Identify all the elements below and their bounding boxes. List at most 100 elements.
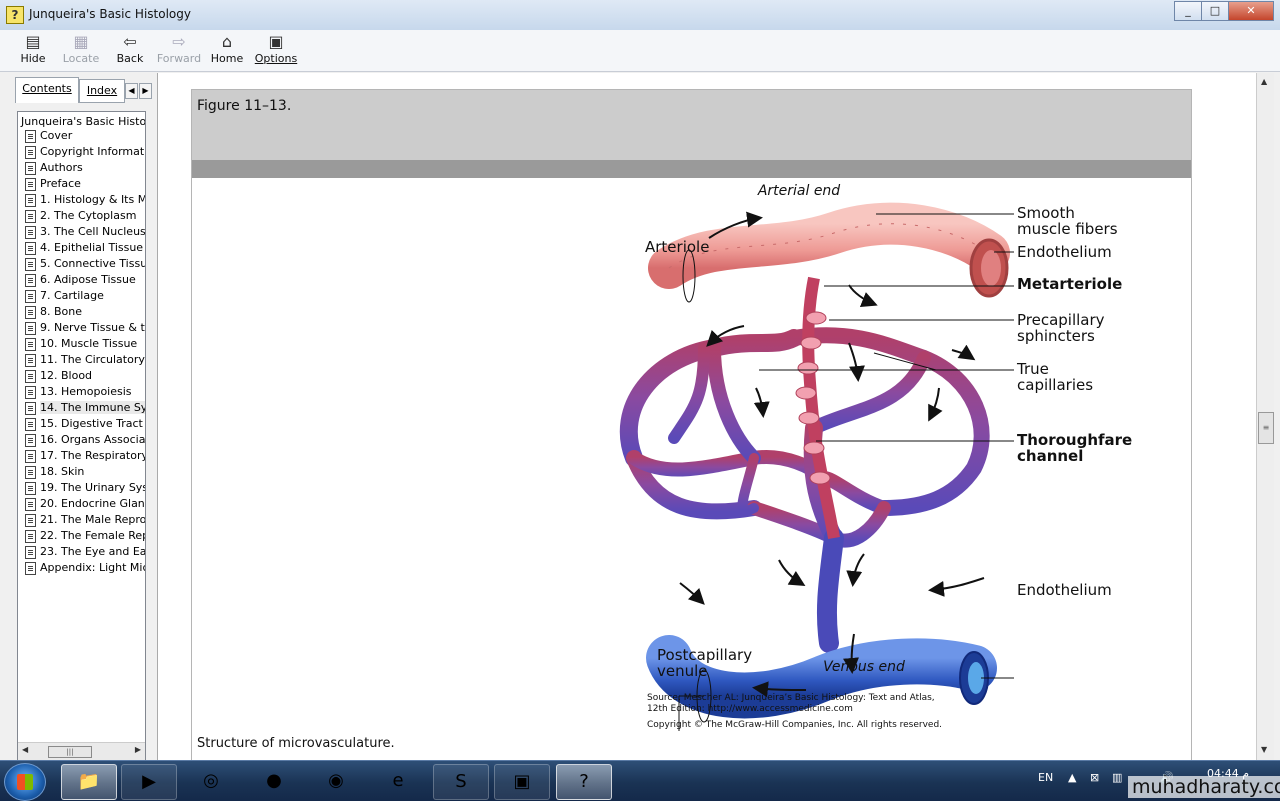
tree-item[interactable]: 18. Skin — [18, 464, 145, 480]
taskbar-app-4[interactable]: ● — [247, 764, 301, 798]
tree-item[interactable]: 10. Muscle Tissue — [18, 336, 145, 352]
label-postcapillary-line1: Postcapillary — [657, 646, 752, 664]
tree-item[interactable]: 13. Hemopoiesis — [18, 384, 145, 400]
tree-item-label: Authors — [40, 161, 83, 174]
label-precapillary-line2: sphincters — [1017, 327, 1095, 345]
help-viewer-icon: ? — [579, 771, 589, 792]
tree-item-label: 6. Adipose Tissue — [40, 273, 136, 286]
source-line2: 12th Edition: http://www.accessmedicine.… — [647, 704, 853, 714]
scroll-down-arrow-icon[interactable]: ▼ — [1261, 745, 1268, 754]
tree-item[interactable]: 20. Endocrine Glands — [18, 496, 145, 512]
tree-item[interactable]: 14. The Immune Syst — [18, 400, 145, 416]
tree-item[interactable]: 17. The Respiratory S — [18, 448, 145, 464]
tab-scroll-left-button[interactable]: ◀ — [125, 83, 138, 99]
options-icon: ▣ — [268, 32, 284, 51]
page-icon — [25, 242, 36, 255]
page-icon — [25, 434, 36, 447]
tree-item[interactable]: 11. The Circulatory Sy — [18, 352, 145, 368]
tree-item[interactable]: 22. The Female Repr — [18, 528, 145, 544]
tree-item[interactable]: 9. Nerve Tissue & the — [18, 320, 145, 336]
taskbar-media-player[interactable]: ▶ — [121, 764, 177, 800]
tree-item[interactable]: 12. Blood — [18, 368, 145, 384]
tree-item[interactable]: 2. The Cytoplasm — [18, 208, 145, 224]
tree-item[interactable]: 15. Digestive Tract — [18, 416, 145, 432]
hide-button[interactable]: ▤ Hide — [10, 32, 56, 70]
contents-tree: Junqueira's Basic Histolog CoverCopyrigh… — [17, 111, 146, 761]
content-vertical-scrollbar[interactable]: ▲ ≡ ▼ — [1256, 73, 1274, 760]
label-leader-lines — [678, 213, 1014, 731]
scroll-right-arrow-icon[interactable]: ▶ — [134, 745, 141, 754]
taskbar-powerpoint[interactable]: ▣ — [494, 764, 550, 800]
tree-item[interactable]: 5. Connective Tissue — [18, 256, 145, 272]
scroll-thumb[interactable]: ||| — [48, 746, 92, 758]
tab-contents[interactable]: Contents — [15, 77, 79, 103]
locate-button[interactable]: ▦ Locate — [58, 32, 104, 70]
tree-root[interactable]: Junqueira's Basic Histolog — [21, 115, 146, 128]
tree-item-label: Copyright Information — [40, 145, 145, 158]
tree-item-label: 10. Muscle Tissue — [40, 337, 138, 350]
tree-item[interactable]: 16. Organs Associate — [18, 432, 145, 448]
tree-item[interactable]: Copyright Information — [18, 144, 145, 160]
back-arrow-icon: ⇦ — [123, 32, 137, 51]
figure-panel: Figure 11–13. — [191, 89, 1192, 766]
label-smooth-line2: muscle fibers — [1017, 220, 1118, 238]
toolbar: ▤ Hide ▦ Locate ⇦ Back ⇨ Forward ⌂ Home … — [0, 30, 1280, 72]
minimize-button[interactable]: _ — [1174, 1, 1202, 21]
options-button[interactable]: ▣ Options — [254, 32, 298, 65]
tree-item[interactable]: 3. The Cell Nucleus — [18, 224, 145, 240]
page-icon — [25, 386, 36, 399]
network-icon[interactable]: ▥ — [1112, 771, 1123, 784]
figure-divider — [192, 160, 1191, 178]
tree-item-label: 3. The Cell Nucleus — [40, 225, 146, 238]
tree-horizontal-scrollbar[interactable]: ◀ ||| ▶ — [18, 742, 145, 760]
tree-item[interactable]: Preface — [18, 176, 145, 192]
skype-icon: S — [455, 771, 467, 792]
microvasculature-diagram: Arterial end Arteriole Smooth muscle fib… — [619, 183, 1132, 731]
home-button[interactable]: ⌂ Home — [204, 32, 250, 70]
back-button[interactable]: ⇦ Back — [107, 32, 153, 70]
tree-item[interactable]: 6. Adipose Tissue — [18, 272, 145, 288]
help-book-icon: ? — [6, 6, 24, 24]
tree-item-label: 17. The Respiratory S — [40, 449, 146, 462]
tree-item[interactable]: Appendix: Light Micro — [18, 560, 145, 576]
taskbar-explorer[interactable]: 📁 — [61, 764, 117, 800]
tree-item[interactable]: 7. Cartilage — [18, 288, 145, 304]
page-icon — [25, 322, 36, 335]
tree-item[interactable]: 8. Bone — [18, 304, 145, 320]
tab-scroll-right-button[interactable]: ▶ — [139, 83, 152, 99]
figure-caption: Structure of microvasculature. — [197, 736, 395, 751]
maximize-button[interactable]: □ — [1201, 1, 1229, 21]
tree-item[interactable]: 21. The Male Reprod — [18, 512, 145, 528]
tree-item[interactable]: 1. Histology & Its Meth — [18, 192, 145, 208]
show-hidden-icons-icon[interactable]: ▲ — [1068, 771, 1077, 784]
page-icon — [25, 514, 36, 527]
forward-button[interactable]: ⇨ Forward — [156, 32, 202, 65]
start-button[interactable] — [4, 763, 46, 801]
taskbar-app-3[interactable]: ◎ — [184, 764, 238, 798]
label-thoroughfare-line2: channel — [1017, 447, 1083, 465]
tree-item-label: 9. Nerve Tissue & the — [40, 321, 145, 334]
tree-item[interactable]: 4. Epithelial Tissue — [18, 240, 145, 256]
tree-item[interactable]: 19. The Urinary Syste — [18, 480, 145, 496]
page-icon — [25, 290, 36, 303]
tree-item[interactable]: Authors — [18, 160, 145, 176]
tree-item[interactable]: 23. The Eye and Ear- — [18, 544, 145, 560]
page-icon — [25, 546, 36, 559]
tree-item[interactable]: Cover — [18, 128, 145, 144]
close-button[interactable]: ✕ — [1228, 1, 1274, 21]
taskbar-firefox[interactable]: ◉ — [309, 764, 363, 798]
swirl-app-icon: ◎ — [203, 770, 219, 791]
scroll-left-arrow-icon[interactable]: ◀ — [22, 745, 29, 754]
language-indicator[interactable]: EN — [1038, 771, 1054, 784]
taskbar-internet-explorer[interactable]: e — [371, 764, 425, 798]
page-icon — [25, 130, 36, 143]
forward-arrow-icon: ⇨ — [172, 32, 186, 51]
scroll-up-arrow-icon[interactable]: ▲ — [1261, 77, 1268, 86]
tree-item-label: 7. Cartilage — [40, 289, 104, 302]
taskbar-help-viewer[interactable]: ? — [556, 764, 612, 800]
tray-app-icon[interactable]: ⊠ — [1090, 771, 1100, 784]
page-icon — [25, 418, 36, 431]
taskbar-skype[interactable]: S — [433, 764, 489, 800]
tab-index[interactable]: Index — [79, 79, 125, 103]
scroll-thumb[interactable]: ≡ — [1258, 412, 1274, 444]
